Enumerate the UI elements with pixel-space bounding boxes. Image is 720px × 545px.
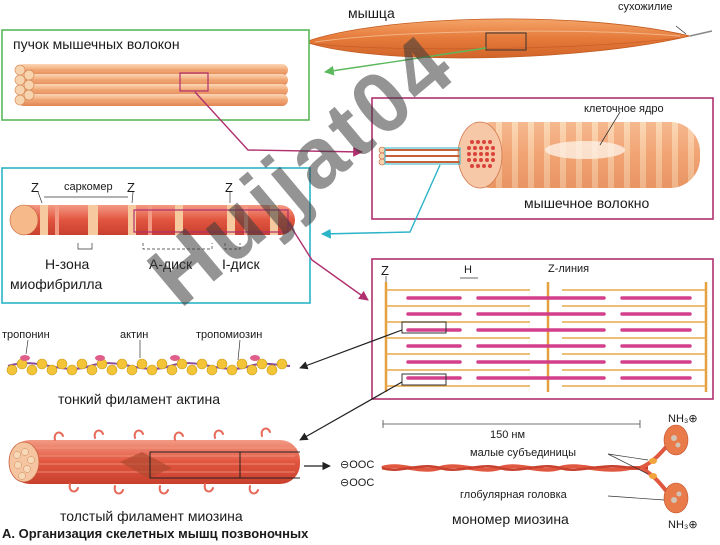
fiber-bundle-panel — [1, 29, 310, 121]
myosin-monomer-illustration — [381, 420, 689, 514]
label-small-subunits: малые субъединицы — [470, 447, 576, 459]
muscle-fiber-illustration — [378, 111, 700, 189]
label-i-disk: I-диск — [222, 256, 260, 272]
label-a-disk: А-диск — [149, 256, 193, 272]
label-sarcomere: саркомер — [64, 181, 113, 193]
muscle-fiber-panel — [371, 97, 714, 220]
label-myofibril: миофибрилла — [10, 276, 103, 292]
label-nh3-top: NH₃⊕ — [668, 413, 698, 425]
label-muscle: мышца — [348, 5, 395, 21]
myofibril-panel — [1, 167, 311, 304]
label-h-zone: Н-зона — [45, 256, 90, 272]
label-sarcomere-h: H — [464, 264, 472, 276]
thick-filament-illustration — [8, 427, 300, 495]
label-z-line: Z-линия — [548, 263, 590, 275]
label-nh3-bottom: NH₃⊕ — [668, 519, 698, 531]
label-troponin: тропонин — [2, 329, 50, 341]
label-z-mid: Z — [127, 180, 135, 195]
figure-caption: А. Организация скелетных мышц позвоночны… — [2, 526, 309, 541]
thin-filament-illustration — [6, 339, 291, 376]
label-thick-filament: толстый филамент миозина — [60, 508, 243, 524]
label-globular-head: глобулярная головка — [460, 489, 567, 501]
label-tropomyosin: тропомиозин — [196, 329, 263, 341]
label-ooc-top: ⊖OOC — [340, 459, 375, 471]
label-sarcomere-z: Z — [381, 263, 389, 278]
label-z-left: Z — [31, 180, 39, 195]
label-ooc-bottom: ⊖OOC — [340, 477, 375, 489]
label-z-right: Z — [225, 180, 233, 195]
label-thin-filament: тонкий филамент актина — [58, 391, 220, 407]
myofibril-illustration — [9, 191, 295, 250]
label-tendon: сухожилие — [618, 1, 673, 13]
sarcomere-panel — [371, 258, 714, 400]
fiber-bundle-illustration — [14, 64, 288, 106]
label-myosin-monomer: мономер миозина — [452, 511, 569, 527]
label-fiber-bundle: пучок мышечных волокон — [13, 36, 180, 52]
muscle-illustration — [303, 18, 713, 59]
sarcomere-illustration — [384, 276, 708, 392]
label-actin: актин — [120, 329, 149, 341]
label-muscle-fiber: мышечное волокно — [524, 195, 650, 211]
label-scale: 150 нм — [490, 429, 526, 441]
label-cell-nucleus: клеточное ядро — [584, 103, 664, 115]
